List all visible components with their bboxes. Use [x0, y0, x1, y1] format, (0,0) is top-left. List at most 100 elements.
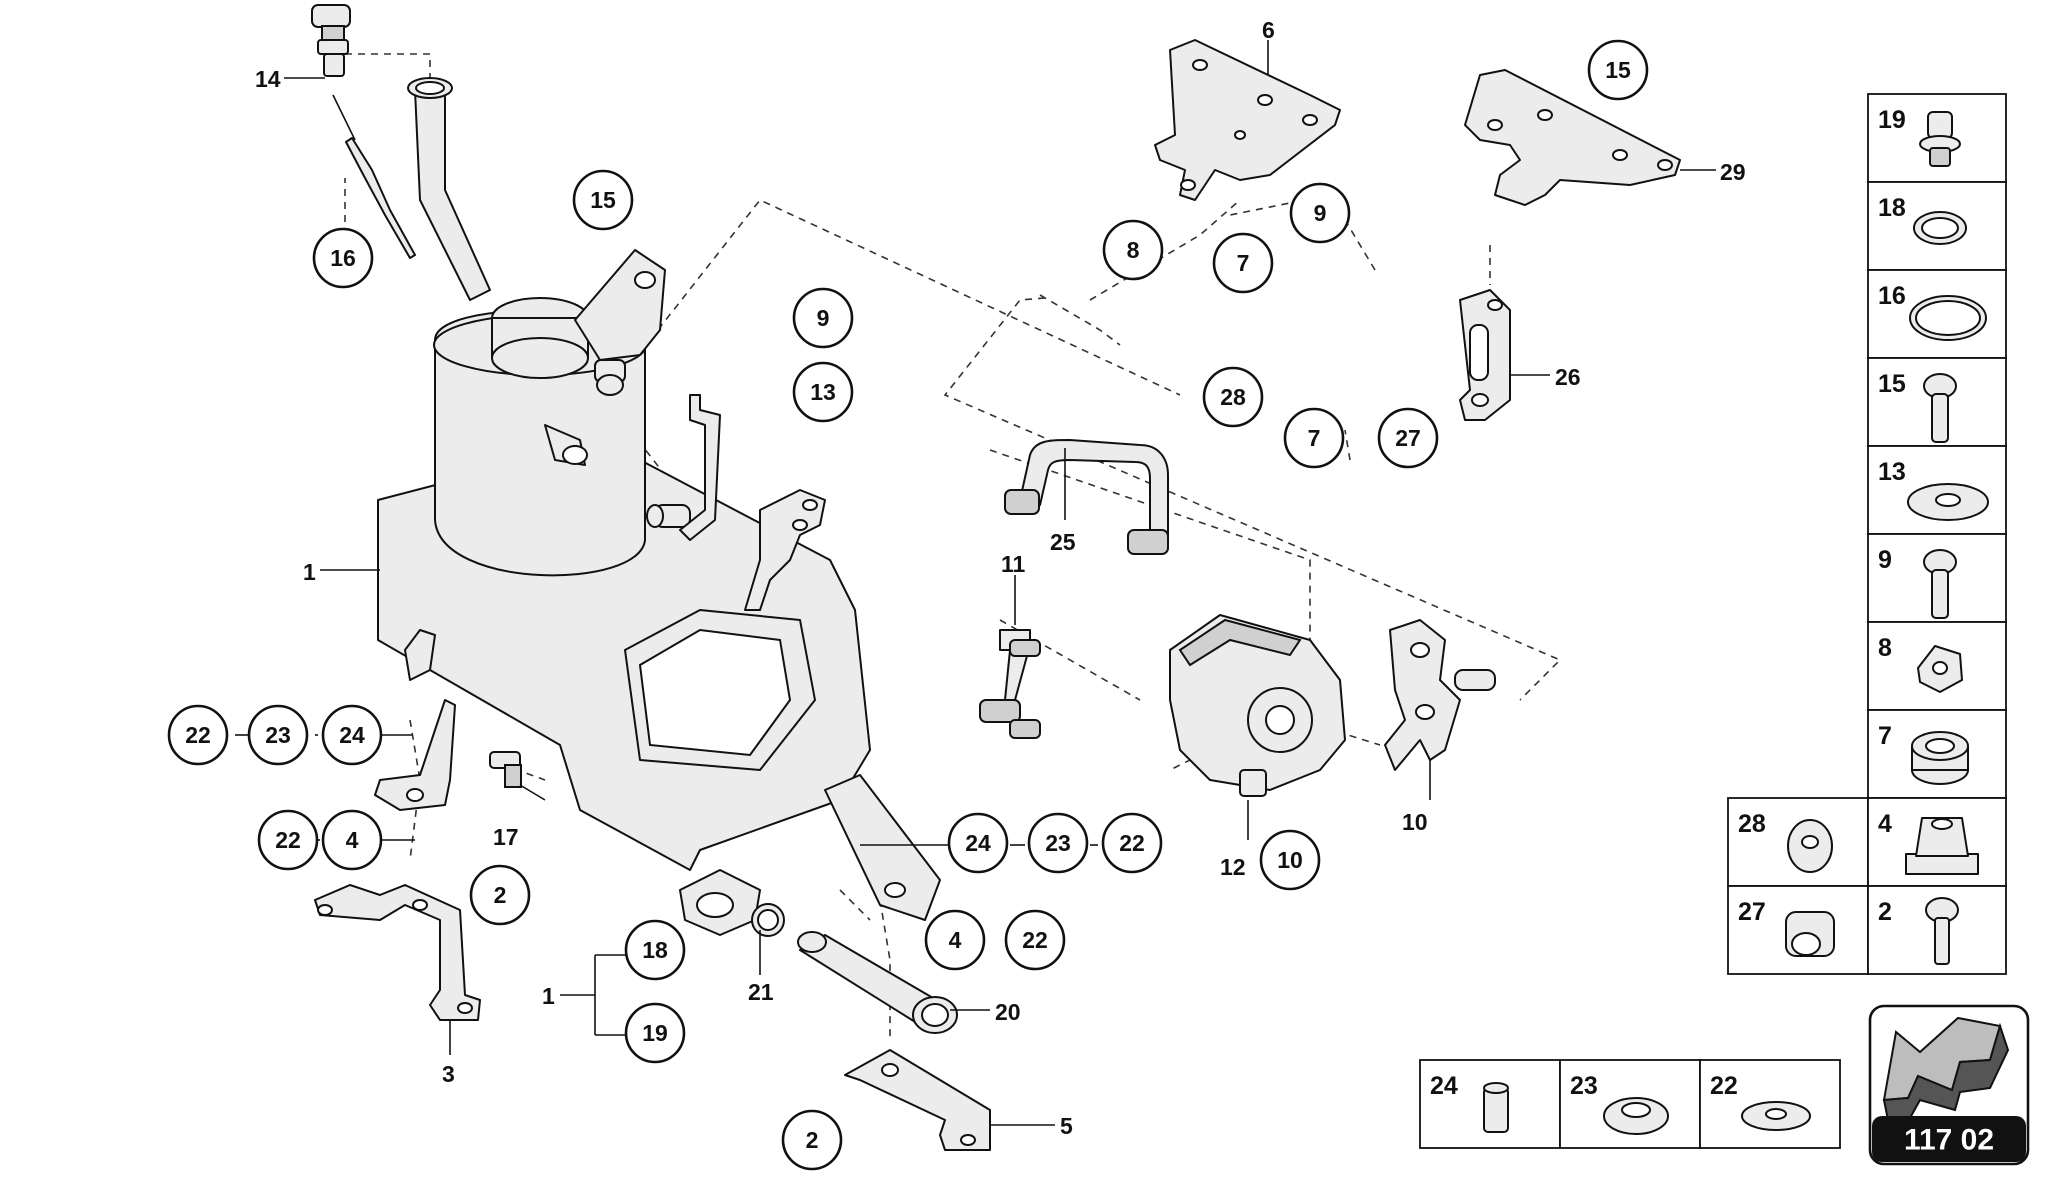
svg-text:23: 23	[265, 722, 291, 748]
legend-number: 22	[1710, 1072, 1738, 1100]
circled-callouts: 16 15 9 13 8 7 9 15 28 7 27 22 23 24 22 …	[167, 39, 1649, 1171]
bubble-9a: 9	[792, 287, 854, 349]
legend-number: 8	[1878, 634, 1892, 662]
sheet-number: 117 02	[1904, 1124, 1994, 1157]
bottom-bracket	[844, 1049, 991, 1151]
svg-text:8: 8	[1127, 237, 1140, 263]
legend-number: 23	[1570, 1072, 1598, 1100]
bubble-2a: 2	[469, 864, 531, 926]
bubble-24a: 24	[321, 704, 383, 766]
legend-cell-22: 22	[1699, 1059, 1841, 1149]
legend-cell-18: 18	[1867, 181, 2007, 271]
bubble-16: 16	[312, 227, 374, 289]
svg-text:22: 22	[1022, 927, 1048, 953]
svg-text:19: 19	[642, 1020, 668, 1046]
legend-number: 13	[1878, 458, 1906, 486]
filler-neck-pipe	[407, 77, 491, 301]
outlet-flange	[679, 869, 785, 937]
strap-bracket	[679, 394, 826, 611]
legend-cell-19: 19	[1867, 93, 2007, 183]
suction-pipe	[797, 931, 958, 1034]
bracket-29	[1464, 69, 1681, 206]
legend-cell-24: 24	[1419, 1059, 1561, 1149]
legend-cell-13: 13	[1867, 445, 2007, 535]
bubble-9b: 9	[1289, 182, 1351, 244]
svg-text:16: 16	[330, 245, 356, 271]
legend-cell-27: 27	[1727, 885, 1869, 975]
bracket-10	[1384, 619, 1496, 771]
legend-number: 27	[1738, 898, 1766, 926]
legend-number: 28	[1738, 810, 1766, 838]
legend-column-right: 19 18 16 15 13 9 8 7	[1867, 93, 2007, 799]
bubble-23b: 23	[1027, 812, 1089, 874]
callout-1: 1	[303, 559, 316, 585]
bubble-22a: 22	[167, 704, 229, 766]
bubble-22c: 22	[1101, 812, 1163, 874]
bubble-4a: 4	[321, 809, 383, 871]
legend-cell-8: 8	[1867, 621, 2007, 711]
bubble-8: 8	[1102, 219, 1164, 281]
sheet-number-box: 117 02	[1868, 1004, 2030, 1166]
svg-text:9: 9	[1314, 200, 1327, 226]
svg-text:28: 28	[1220, 384, 1246, 410]
legend-cell-7: 7	[1867, 709, 2007, 799]
bubble-7b: 7	[1283, 407, 1345, 469]
legend-number: 15	[1878, 370, 1906, 398]
legend-number: 4	[1878, 810, 1892, 838]
bubble-19: 19	[624, 1002, 686, 1064]
link-rod-11	[979, 629, 1041, 739]
svg-text:24: 24	[339, 722, 365, 748]
svg-text:2: 2	[494, 882, 507, 908]
bubble-22d: 22	[1004, 909, 1066, 971]
legend-number: 18	[1878, 194, 1906, 222]
oil-tank	[377, 297, 871, 871]
callout-11: 11	[1001, 551, 1026, 577]
callout-1-bottom: 1	[542, 983, 555, 1009]
svg-text:15: 15	[590, 187, 616, 213]
legend-row-bottom: 24 23 22	[1419, 1059, 1841, 1149]
svg-text:4: 4	[949, 927, 962, 953]
svg-text:15: 15	[1605, 57, 1631, 83]
bubble-13: 13	[792, 361, 854, 423]
z-bracket	[314, 884, 481, 1021]
bubble-4b: 4	[924, 909, 986, 971]
legend-number: 24	[1430, 1072, 1458, 1100]
callout-3: 3	[442, 1061, 455, 1087]
bubble-28: 28	[1202, 366, 1264, 428]
leader-lines	[235, 40, 1716, 1126]
svg-text:10: 10	[1277, 847, 1303, 873]
legend-number: 7	[1878, 722, 1892, 750]
dipstick-cap	[311, 4, 416, 259]
legend-cell-4: 4	[1867, 797, 2007, 887]
bracket-26	[1459, 289, 1511, 421]
svg-text:13: 13	[810, 379, 836, 405]
right-support-foot	[824, 774, 941, 921]
temperature-sensor	[489, 751, 546, 801]
bubble-15a: 15	[572, 169, 634, 231]
callout-14: 14	[255, 66, 281, 92]
svg-text:23: 23	[1045, 830, 1071, 856]
legend-cell-2: 2	[1867, 885, 2007, 975]
bubble-18: 18	[624, 919, 686, 981]
legend-number: 2	[1878, 898, 1892, 926]
bubble-27: 27	[1377, 407, 1439, 469]
left-support-foot	[374, 699, 456, 811]
bubble-24b: 24	[947, 812, 1009, 874]
callout-20: 20	[995, 999, 1021, 1025]
svg-text:22: 22	[275, 827, 301, 853]
legend-number: 16	[1878, 282, 1906, 310]
callout-10: 10	[1402, 809, 1428, 835]
callout-6: 6	[1262, 17, 1275, 43]
callout-21: 21	[748, 979, 774, 1005]
bubble-7a: 7	[1212, 232, 1274, 294]
legend-number: 9	[1878, 546, 1892, 574]
svg-text:22: 22	[1119, 830, 1145, 856]
svg-text:4: 4	[346, 827, 359, 853]
callout-26: 26	[1555, 364, 1581, 390]
hose-25	[1004, 439, 1169, 555]
legend-cell-15: 15	[1867, 357, 2007, 447]
svg-text:18: 18	[642, 937, 668, 963]
callout-25: 25	[1050, 529, 1076, 555]
bubble-15b: 15	[1587, 39, 1649, 101]
